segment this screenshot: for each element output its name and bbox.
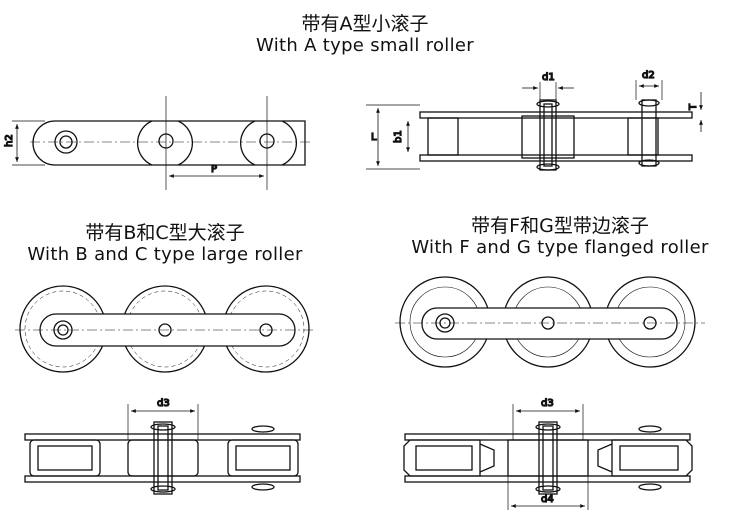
a-sec-pin-head <box>536 100 560 108</box>
c-sec-roller-mid <box>507 439 589 477</box>
a-sec-pin-head <box>638 159 660 167</box>
a-sec-roller-left <box>427 117 459 156</box>
b-sec-roller-mid <box>127 439 199 477</box>
a-h2-label: h2 <box>4 134 15 147</box>
b-sec-plate-top <box>24 433 301 441</box>
a-sec-l-label: L <box>371 132 377 143</box>
c-sec-pin-inner <box>542 425 554 491</box>
c-sec-roller-left <box>403 439 481 477</box>
section-c-title-zh: 带有F和G型带边滚子 <box>471 215 649 237</box>
c-sec-plate-top <box>404 433 691 441</box>
c-sec-roller-left-flange <box>479 443 495 473</box>
c-sec-roller-left-inner <box>415 445 473 471</box>
a-front-view <box>12 96 310 190</box>
section-b-title-en: With B and C type large roller <box>27 243 303 265</box>
a-sec-d2-label: d2 <box>642 70 655 81</box>
c-sec-pin <box>538 421 558 495</box>
a-link-plate <box>32 120 306 166</box>
b-sec-d3-label: d3 <box>157 398 170 409</box>
section-b-title: 带有B和C型大滚子 With B and C type large roller <box>0 222 330 266</box>
b-sec-plate-bottom <box>24 475 301 483</box>
section-c-title: 带有F和G型带边滚子 With F and G type flanged rol… <box>390 215 730 259</box>
b-sec-pin <box>153 421 173 495</box>
a-sec-t-label: T <box>688 103 699 111</box>
a-link-lobe <box>281 120 298 166</box>
a-sec-bush-1 <box>521 115 575 159</box>
a-sec-pin-head <box>536 163 560 171</box>
b-section-view <box>24 404 301 495</box>
section-a-title-zh: 带有A型小滚子 <box>301 13 429 35</box>
a-link-lobe <box>239 120 256 166</box>
c-sec-pin-head <box>535 485 561 493</box>
section-b-title-zh: 带有B和C型大滚子 <box>85 222 245 244</box>
b-sec-roller-left-inner <box>37 445 93 471</box>
a-sec-d1-label: d1 <box>542 72 555 83</box>
a-link-lobe <box>136 120 153 166</box>
c-section-view <box>403 404 693 510</box>
c-sec-pin-head <box>535 423 561 431</box>
a-sec-pin-1-inner <box>543 103 553 167</box>
a-sec-b1-label: b1 <box>393 130 404 143</box>
b-sec-pin-head <box>251 425 275 433</box>
b-sec-pin-head <box>251 483 275 491</box>
a-link-lobe <box>177 120 194 166</box>
c-sec-d4-label: d4 <box>541 494 554 505</box>
b-sec-pin-head <box>150 423 176 431</box>
b-sec-roller-left <box>29 439 101 477</box>
b-front-view <box>15 285 315 373</box>
c-sec-roller-right <box>611 439 693 477</box>
c-sec-pin-head <box>638 483 662 491</box>
b-sec-pin-head <box>150 485 176 493</box>
a-section-view <box>366 80 703 171</box>
section-c-title-en: With F and G type flanged roller <box>411 236 709 258</box>
c-sec-pin-head <box>638 425 662 433</box>
b-sec-roller-right <box>227 439 299 477</box>
section-a-title-en: With A type small roller <box>256 34 474 56</box>
b-sec-pin-inner <box>157 425 169 491</box>
section-a-title: 带有A型小滚子 With A type small roller <box>200 13 530 57</box>
c-sec-plate-bottom <box>404 475 691 483</box>
c-front-view <box>395 276 705 368</box>
a-sec-roller-right <box>627 117 659 156</box>
a-sec-pin-1 <box>539 99 557 171</box>
b-sec-roller-right-inner <box>235 445 291 471</box>
c-sec-d3-label: d3 <box>541 398 554 409</box>
a-sec-pin-head <box>638 99 660 107</box>
c-sec-roller-right-flange <box>597 443 613 473</box>
a-p-label: P <box>211 164 217 175</box>
a-sec-pin-2 <box>641 99 657 167</box>
c-sec-roller-right-inner <box>619 445 679 471</box>
